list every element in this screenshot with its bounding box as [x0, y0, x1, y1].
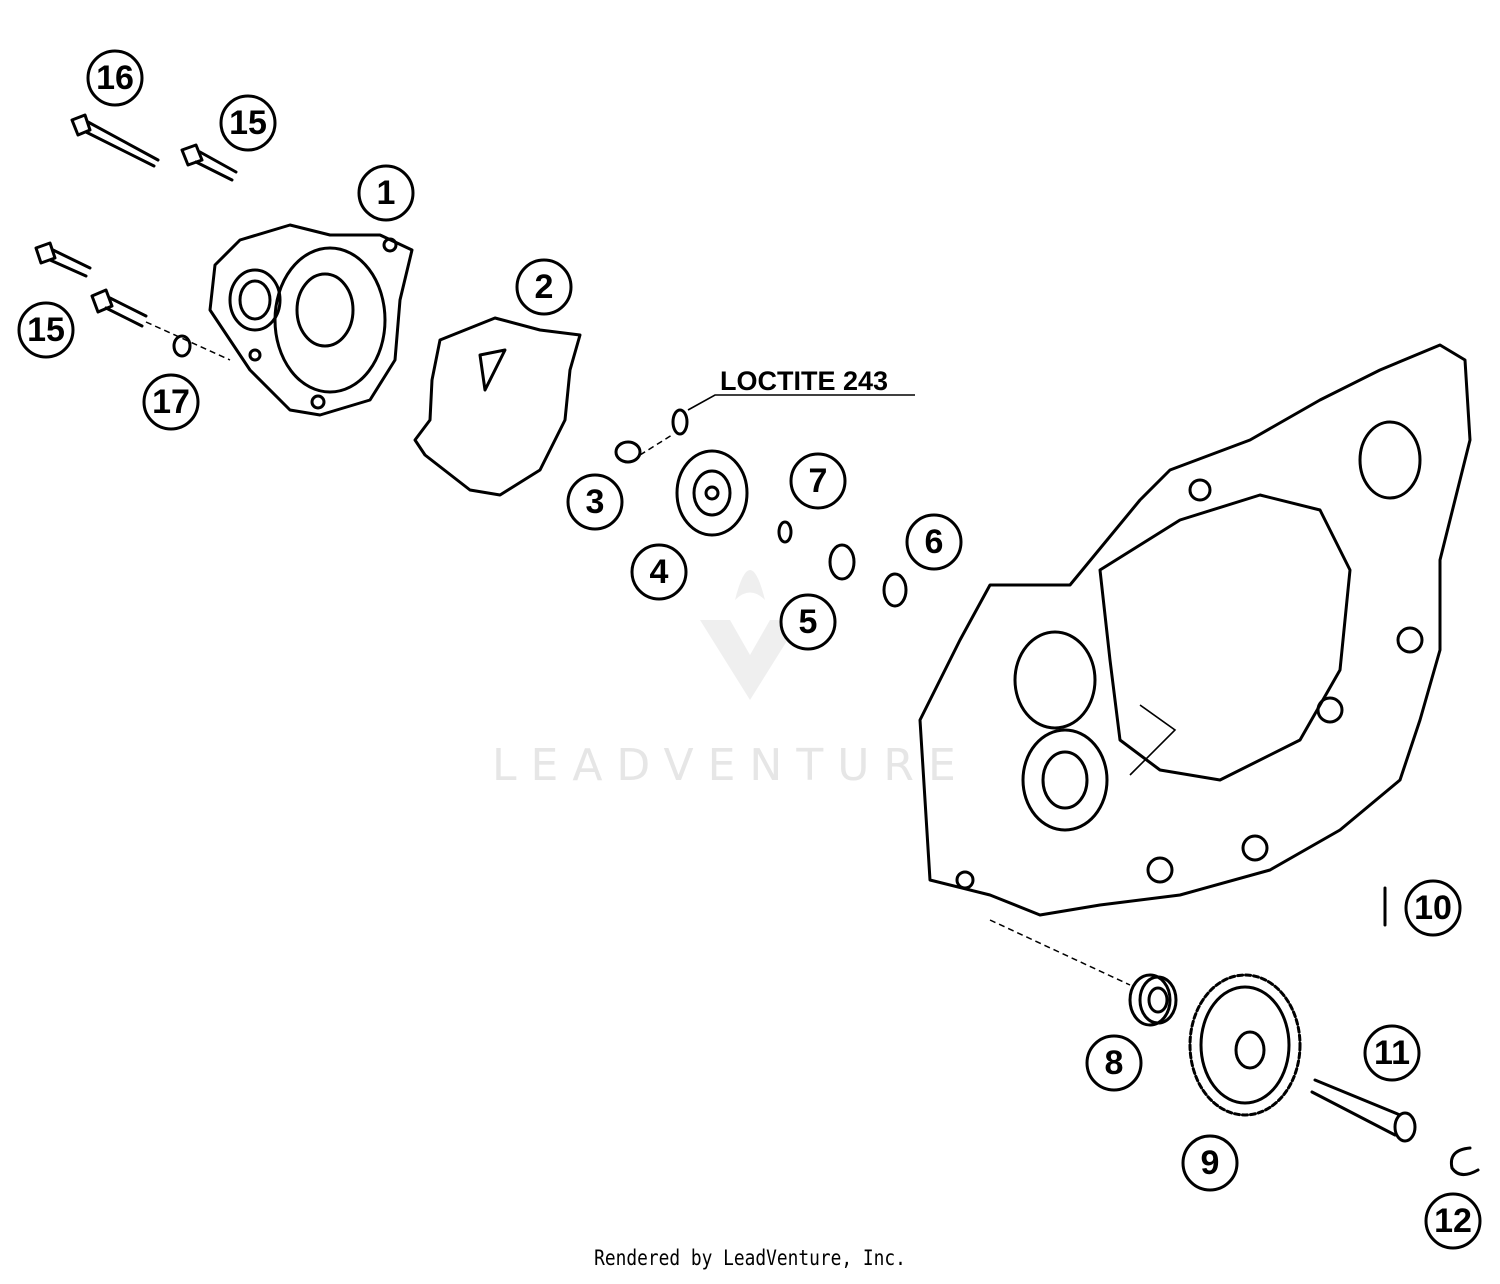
svg-text:15: 15 — [229, 104, 267, 142]
impeller-4 — [675, 449, 749, 537]
callout-10[interactable]: 10 — [1404, 879, 1462, 937]
svg-text:9: 9 — [1201, 1144, 1220, 1182]
bolt-15-left-a — [34, 241, 92, 278]
svg-text:15: 15 — [27, 311, 65, 349]
callout-9[interactable]: 9 — [1181, 1134, 1239, 1192]
svg-text:12: 12 — [1434, 1202, 1472, 1240]
svg-text:10: 10 — [1414, 889, 1452, 927]
watermark: LEADVENTURE — [492, 570, 970, 791]
washer-17 — [172, 334, 192, 358]
svg-text:11: 11 — [1374, 1034, 1410, 1072]
gasket — [413, 316, 582, 497]
bolt-15-upper — [180, 143, 238, 182]
screw-3 — [614, 408, 689, 464]
svg-text:5: 5 — [799, 603, 818, 641]
svg-text:16: 16 — [96, 59, 134, 97]
svg-text:8: 8 — [1105, 1044, 1124, 1082]
circlip-12 — [1449, 1146, 1480, 1176]
gear-9 — [1188, 973, 1302, 1117]
callout-6[interactable]: 6 — [905, 513, 963, 571]
callout-5[interactable]: 5 — [779, 593, 837, 651]
callout-1[interactable]: 1 — [357, 164, 415, 222]
footer-credit: Rendered by LeadVenture, Inc. — [594, 1246, 906, 1270]
seal-5 — [828, 543, 856, 581]
svg-text:7: 7 — [809, 462, 828, 500]
svg-text:4: 4 — [650, 553, 669, 591]
callout-4[interactable]: 4 — [630, 543, 688, 601]
bearing-8 — [1128, 973, 1178, 1027]
loctite-leader-line — [687, 394, 915, 411]
watermark-text: LEADVENTURE — [492, 740, 970, 791]
svg-text:3: 3 — [586, 483, 605, 521]
bolt-15-left-b — [90, 288, 231, 361]
bolt-16 — [70, 113, 160, 168]
clutch-cover — [918, 343, 1472, 986]
callout-8[interactable]: 8 — [1085, 1034, 1143, 1092]
callout-3[interactable]: 3 — [566, 473, 624, 531]
callout-16[interactable]: 16 — [86, 49, 144, 107]
seal-6 — [882, 572, 908, 608]
svg-text:6: 6 — [925, 523, 944, 561]
callout-12[interactable]: 12 — [1424, 1192, 1482, 1250]
callout-2[interactable]: 2 — [515, 258, 573, 316]
callout-7[interactable]: 7 — [789, 452, 847, 510]
svg-text:17: 17 — [152, 383, 190, 421]
loctite-note: LOCTITE 243 — [720, 366, 888, 396]
callout-15[interactable]: 15 — [17, 301, 75, 359]
svg-text:1: 1 — [377, 174, 396, 212]
callout-15[interactable]: 15 — [219, 94, 277, 152]
ring-7 — [777, 520, 793, 544]
callout-17[interactable]: 17 — [142, 373, 200, 431]
callout-11[interactable]: 11 — [1363, 1024, 1421, 1082]
shaft-11 — [1310, 1078, 1417, 1143]
svg-text:2: 2 — [535, 268, 554, 306]
water-pump-cover — [208, 223, 414, 417]
